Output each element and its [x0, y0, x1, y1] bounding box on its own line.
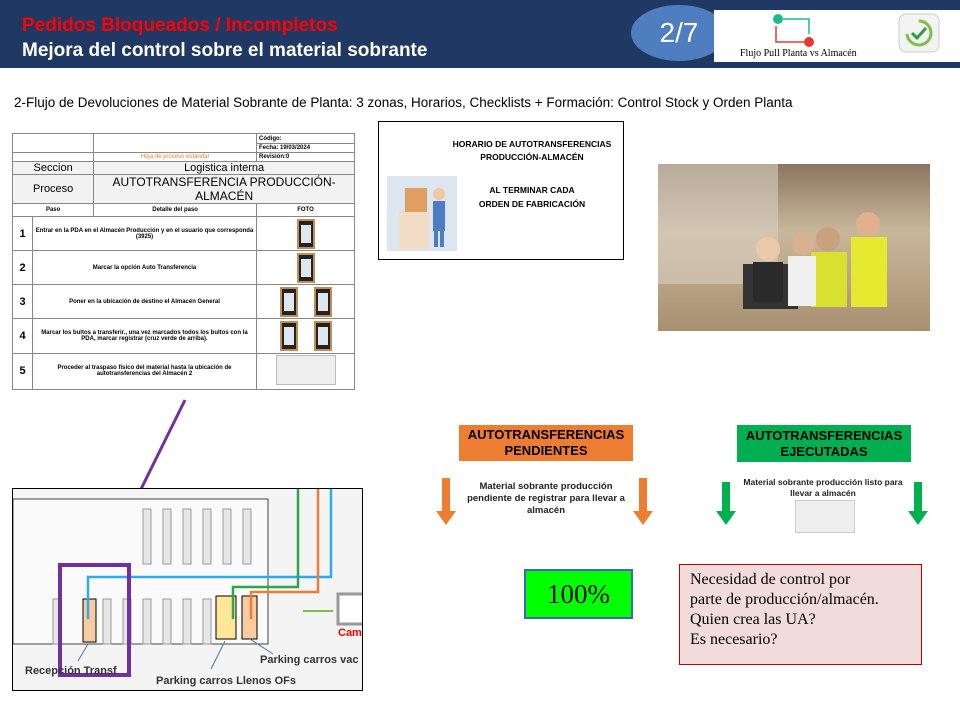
- step-text: Proceder al traspaso físico del material…: [32, 352, 257, 391]
- worker-illustration: [387, 176, 457, 251]
- executed-description: Material sobrante producción listo para …: [743, 477, 903, 498]
- warehouse-team-photo: [658, 164, 930, 331]
- green-down-arrow-icon: [908, 482, 928, 525]
- pull-flow-icon: [773, 14, 814, 47]
- slide-title: Pedidos Bloqueados / Incompletos: [22, 15, 338, 36]
- plan-drawing: [13, 489, 362, 677]
- step-text: Marcar los bultos a transferir., una vez…: [32, 318, 257, 354]
- step-number: 1: [12, 215, 33, 252]
- executed-tag: AUTOTRANSFERENCIAS EJECUTADAS: [737, 425, 911, 462]
- completion-percentage: 100%: [524, 569, 633, 619]
- note-line: Necesidad de control por: [690, 571, 851, 588]
- note-line: Es necesario?: [690, 631, 778, 648]
- plan-label-reception: Recepción Transf: [25, 665, 117, 677]
- col-header: Paso: [11, 203, 95, 217]
- revision-field: Revisión:0: [256, 152, 355, 162]
- control-note: Necesidad de control por parte de produc…: [679, 564, 922, 665]
- schedule-line: PRODUCCIÓN-ALMACÉN: [480, 152, 584, 162]
- step-number: 3: [12, 284, 33, 320]
- logo-panel: Flujo Pull Planta vs Almacén: [714, 10, 960, 62]
- process-label: Proceso: [11, 174, 95, 204]
- step-text: Marcar la opción Auto Transferencia: [32, 250, 257, 286]
- step-text: Poner en la ubicación de destino el Alma…: [32, 284, 257, 320]
- logo-caption: Flujo Pull Planta vs Almacén: [740, 48, 857, 59]
- step-photo: [256, 318, 355, 354]
- green-down-arrow-icon: [716, 482, 736, 525]
- orange-down-arrow-icon: [436, 478, 456, 525]
- step-number: 5: [12, 352, 33, 391]
- step-photo: [256, 284, 355, 320]
- plan-label-full-carts: Parking carros Llenos OFs: [156, 675, 296, 687]
- section-value: Logistica interna: [93, 161, 355, 175]
- flow-arrows: [436, 478, 928, 525]
- step-photo: [256, 215, 355, 252]
- step-photo: [256, 250, 355, 286]
- date-field: Fecha: 19/03/2024: [256, 143, 355, 153]
- checklist-check-icon: [898, 13, 940, 53]
- pending-tag: AUTOTRANSFERENCIAS PENDIENTES: [459, 425, 633, 461]
- schedule-line: AL TERMINAR CADA: [489, 185, 575, 195]
- plan-label-empty-carts: Parking carros vac: [260, 654, 359, 666]
- plan-label-cam: Cam: [338, 627, 362, 639]
- process-sheet-table: Código: Fecha: 19/03/2024 Hoja de proces…: [11, 133, 355, 391]
- section-title: 2-Flujo de Devoluciones de Material Sobr…: [14, 95, 793, 110]
- col-header: Detalle del paso: [93, 203, 257, 217]
- slide-subtitle: Mejora del control sobre el material sob…: [22, 40, 428, 61]
- process-value: AUTOTRANSFERENCIA PRODUCCIÓN-ALMACÉN: [93, 174, 355, 204]
- schedule-card: HORARIO DE AUTOTRANSFERENCIAS PRODUCCIÓN…: [378, 121, 624, 260]
- step-photo: [256, 352, 355, 391]
- executed-plan-thumbnail: [795, 500, 855, 533]
- code-field: Código:: [256, 133, 355, 144]
- step-number: 2: [12, 250, 33, 286]
- orange-down-arrow-icon: [633, 478, 653, 525]
- pending-description: Material sobrante producción pendiente d…: [467, 481, 625, 516]
- note-line: parte de producción/almacén.: [690, 591, 879, 608]
- step-number: 4: [12, 318, 33, 354]
- warehouse-plan: Recepción Transf Parking carros Llenos O…: [12, 488, 363, 691]
- doc-type: Hoja de proceso estándar: [93, 152, 257, 162]
- section-label: Seccion: [11, 161, 95, 175]
- schedule-line: ORDEN DE FABRICACIÓN: [478, 199, 586, 209]
- page-indicator: 2/7: [629, 3, 729, 63]
- warehouse-photo-illustration: [658, 164, 887, 309]
- note-line: Quien crea las UA?: [690, 611, 816, 628]
- schedule-line: HORARIO DE AUTOTRANSFERENCIAS: [452, 139, 612, 149]
- step-text: Entrar en la PDA en el Almacén Producció…: [32, 215, 257, 252]
- col-header: FOTO: [256, 203, 355, 217]
